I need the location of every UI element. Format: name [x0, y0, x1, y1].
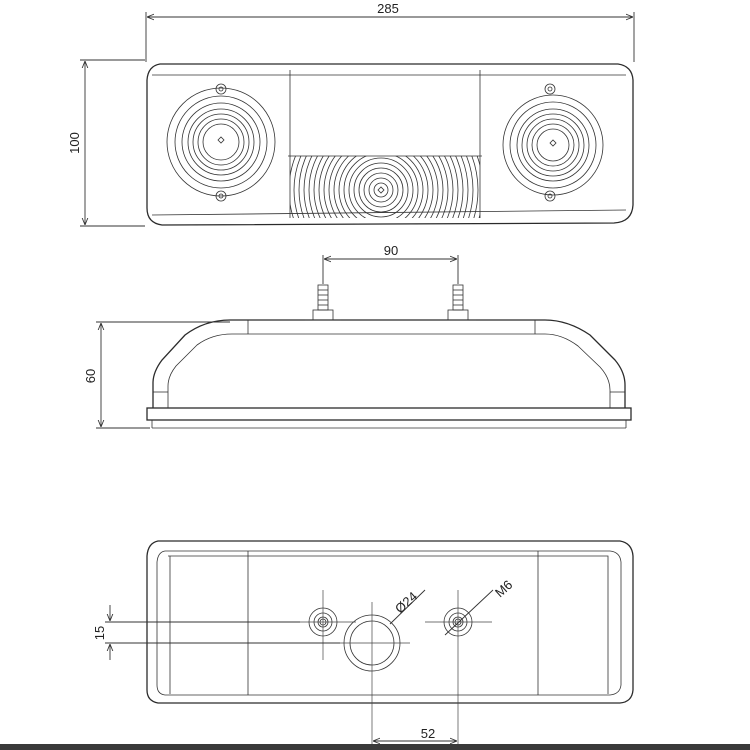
- bolt-spacing-dimension: 90: [322, 243, 459, 284]
- lens-ring: [531, 123, 575, 167]
- lens-ring: [323, 156, 439, 218]
- lens-ring: [343, 156, 419, 218]
- bottom-border: [0, 744, 750, 750]
- lens-ring: [244, 53, 518, 327]
- lens-ring: [328, 156, 434, 218]
- lens-ring: [358, 167, 404, 213]
- lens-ring: [197, 118, 245, 166]
- lens-ring: [363, 172, 399, 208]
- offset-label: 15: [92, 626, 107, 640]
- lens-ring: [348, 157, 414, 218]
- lens-ring: [298, 156, 464, 218]
- height-label: 100: [67, 132, 82, 154]
- lens-ring: [526, 118, 580, 172]
- front-view: 285 100: [67, 1, 635, 337]
- lens-ring: [187, 108, 255, 176]
- lens-ring: [509, 101, 597, 189]
- lens-ring: [368, 177, 394, 203]
- offset-dimension: 15: [92, 605, 340, 660]
- left-round-lamp: [166, 83, 276, 202]
- hole-diameter-label: Ø24: [392, 589, 420, 617]
- rear-view: M6 Ø24 15 52: [92, 540, 634, 745]
- height-dimension: 100: [67, 59, 145, 227]
- lens-ring: [166, 87, 276, 197]
- lens-ring: [333, 156, 429, 218]
- lens-ring: [202, 123, 240, 161]
- lens-ring: [181, 102, 261, 182]
- lens-ring: [293, 156, 469, 218]
- right-bolt: [440, 284, 476, 321]
- lens-ring: [536, 128, 570, 162]
- center-lens: [234, 43, 528, 337]
- bolt-spacing-label: 90: [384, 243, 398, 258]
- lens-ring: [234, 43, 528, 337]
- lens-ring: [254, 63, 508, 317]
- depth-label: 60: [83, 369, 98, 383]
- lens-ring: [516, 108, 590, 182]
- lens-ring: [313, 156, 449, 218]
- lens-ring: [269, 78, 493, 302]
- hole-spacing-label: 52: [421, 726, 435, 741]
- width-dimension: 285: [145, 1, 635, 62]
- lens-ring: [502, 94, 604, 196]
- lens-ring: [290, 156, 474, 218]
- side-view: 90 60: [83, 243, 632, 429]
- lens-ring: [476, 156, 480, 218]
- lens-ring: [318, 156, 444, 218]
- lens-ring: [338, 156, 424, 218]
- lens-ring: [274, 83, 488, 297]
- lens-ring: [174, 95, 268, 189]
- lens-ring: [308, 156, 454, 218]
- hole-spacing-dimension: 52: [373, 726, 457, 741]
- thread-label: M6: [492, 577, 515, 600]
- lens-ring: [303, 156, 459, 218]
- left-bolt: [305, 284, 341, 321]
- lens-ring: [192, 113, 250, 171]
- depth-dimension: 60: [83, 321, 230, 429]
- width-label: 285: [377, 1, 399, 16]
- lens-ring: [353, 162, 409, 218]
- right-round-lamp: [502, 83, 604, 202]
- lens-ring: [259, 68, 503, 312]
- lens-ring: [290, 156, 479, 218]
- lens-ring: [521, 113, 585, 177]
